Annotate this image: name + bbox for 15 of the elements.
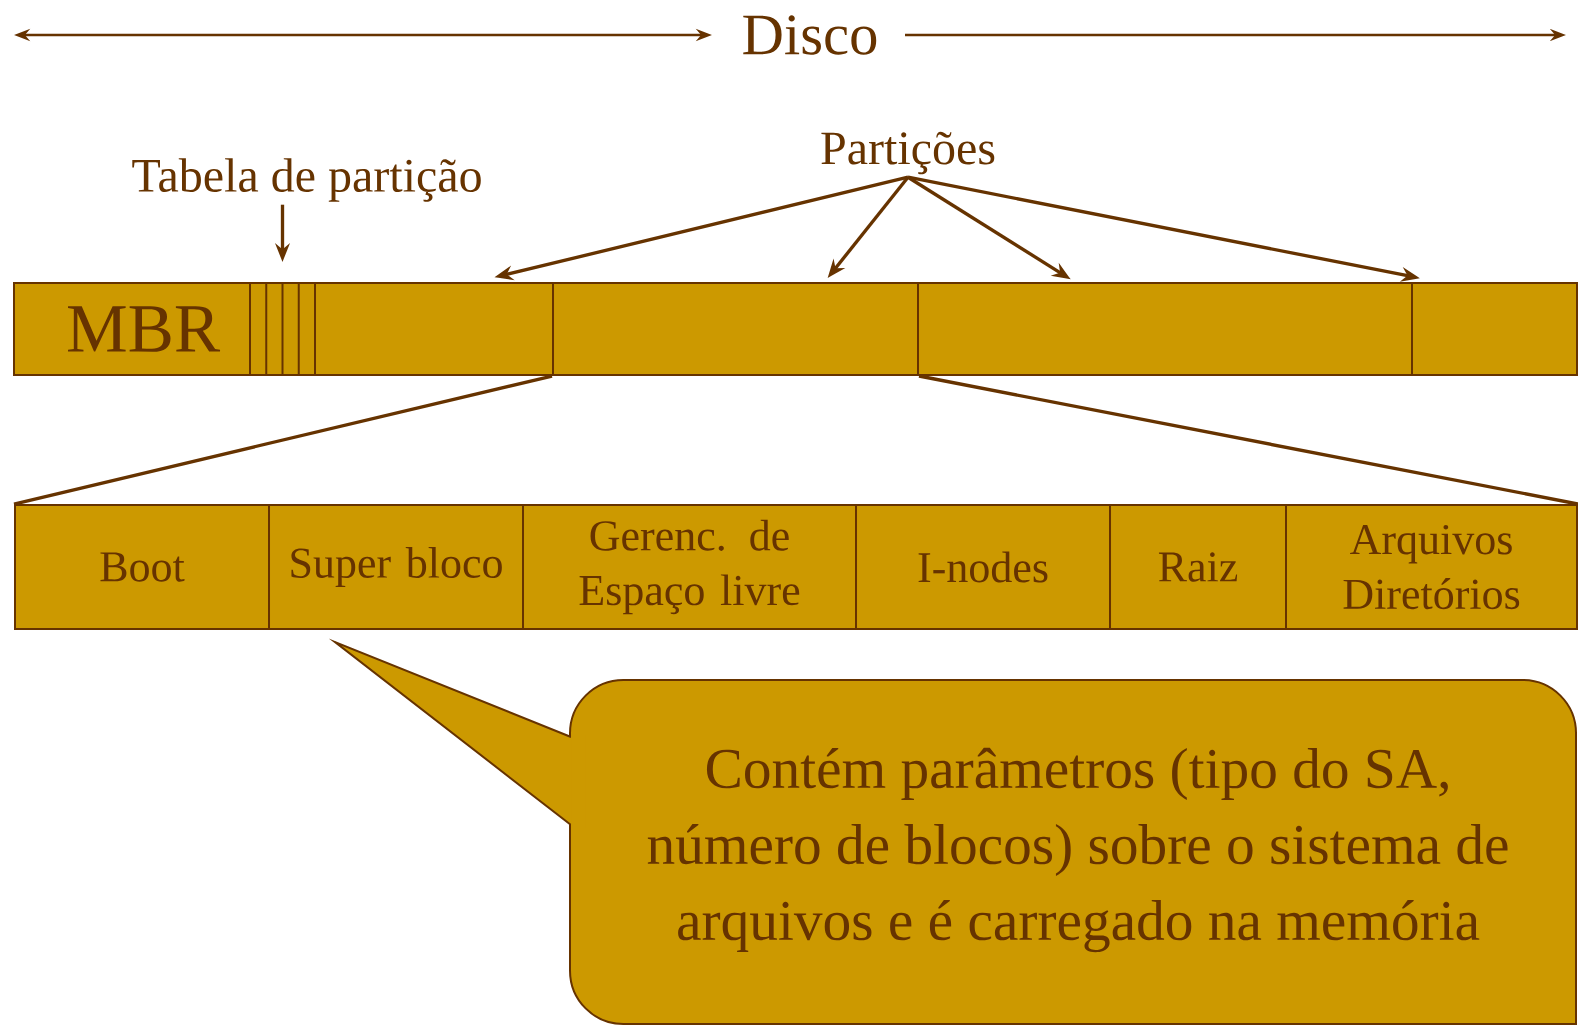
partition-segment xyxy=(552,282,919,376)
disk-region-cell: Gerenc. de Espaço livre xyxy=(522,504,857,630)
zoom-line xyxy=(13,374,553,506)
node-label: Arquivos Diretórios xyxy=(1343,524,1520,610)
heading-label: Tabela de partição xyxy=(132,158,481,202)
disk-region-cell: Arquivos Diretórios xyxy=(1285,504,1578,630)
speech-bubble: Contém parâmetros (tipo do SA, número de blocos) sobre o sistema de arquivos e é carregado na memória xyxy=(328,638,1577,1025)
disk-region-cell: Super bloco xyxy=(268,504,524,630)
heading-label: Partições xyxy=(821,131,995,175)
disk-region-cell: Boot xyxy=(14,504,270,630)
partition-table-stripes xyxy=(249,282,316,376)
disk-region-cell: I-nodes xyxy=(855,504,1111,630)
dimension-label: Disco xyxy=(743,15,877,55)
partition-segment xyxy=(1411,282,1578,376)
disk-region-cell: Raiz xyxy=(1109,504,1287,630)
